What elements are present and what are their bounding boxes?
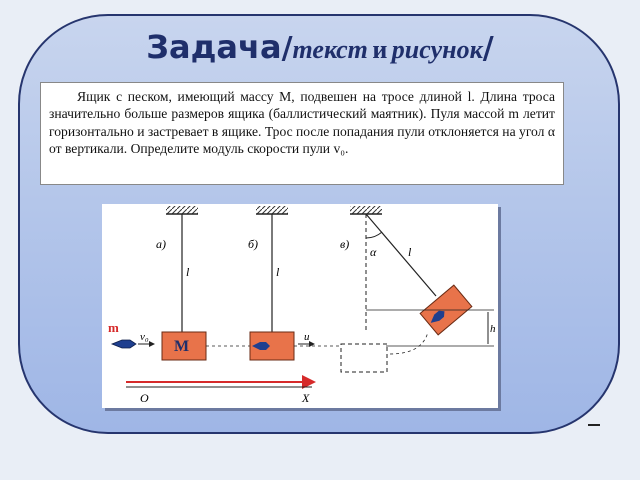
panel-label-b: б) [248,237,258,251]
rope-c [365,213,437,297]
rope-label-c: l [408,245,412,259]
box-a [161,331,207,361]
angle-arc [365,231,383,239]
title-picture-word: рисунок [391,35,483,64]
panel-label-a: а) [156,237,166,251]
rope-label-a: l [186,265,190,279]
axis-name-label: X [301,391,310,405]
rope-label-b: l [276,265,280,279]
ceiling-b [256,206,288,215]
box-mass-label: M [174,338,189,355]
bullet-mass-label: m [108,320,119,335]
u-label: u [304,331,310,343]
panel-label-c: в) [340,237,349,251]
pendulum-figure: а) б) в) l l M m v₀ u α l [102,204,498,408]
ceiling-a [166,206,198,215]
bullet-a [110,339,137,349]
title-and: и [372,35,388,64]
angle-label: α [370,245,377,259]
title-main: Задача [146,28,282,66]
slide-title: Задача/текст и рисунок/ [0,28,640,66]
ceiling-c [350,206,382,215]
bullet-b [252,342,270,350]
swing-path [389,331,429,355]
height-label: h [490,323,496,335]
title-text-word: текст [292,35,368,64]
pendulum-diagram: а) б) в) l l M m v₀ u α l [108,206,496,405]
title-slash-close: / [482,31,494,66]
problem-statement: Ящик с песком, имеющий массу M, подвешен… [40,82,564,185]
title-slash-open: / [281,31,293,66]
v0-label: v₀ [140,331,149,343]
box-initial-position [340,343,388,373]
decorative-dash [588,424,600,426]
axis-origin-label: O [140,391,149,405]
